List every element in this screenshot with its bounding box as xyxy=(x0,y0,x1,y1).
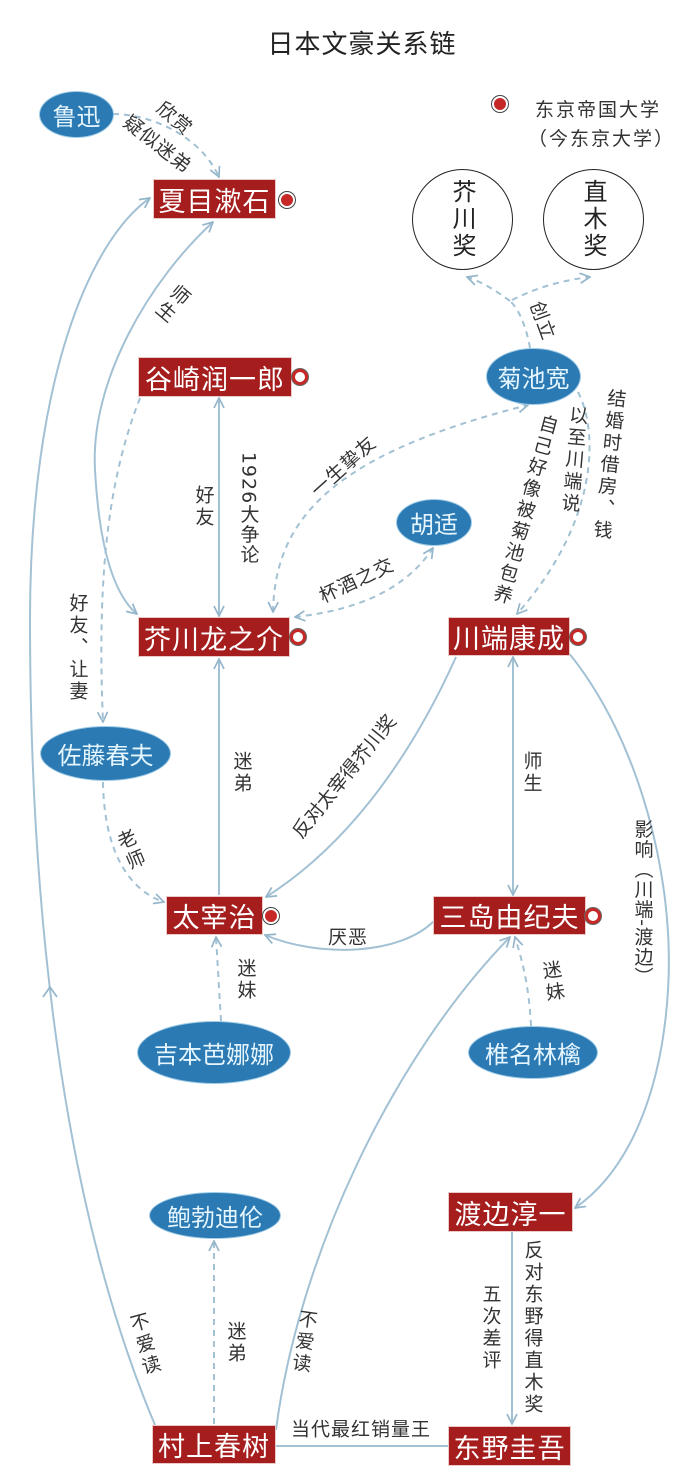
writer-kawabata: 川端康成 xyxy=(449,618,569,655)
person-dylan: 鲍勃迪伦 xyxy=(150,1193,280,1238)
tokyo-univ-dot-icon xyxy=(263,908,279,924)
legend-label-line2: （今东京大学） xyxy=(528,128,676,150)
edge-shiina-mishima xyxy=(515,937,532,1027)
edge-label: 厌恶 xyxy=(327,926,369,949)
writer-akutagawa: 芥川龙之介 xyxy=(139,618,289,656)
edge-label: 迷妹 xyxy=(234,958,257,1002)
edge-natsume-akutagawa xyxy=(93,222,213,614)
tokyo-univ-dot-icon xyxy=(290,629,306,645)
edge-kikuchi-kawabata xyxy=(517,391,591,614)
edge-label: 师生 xyxy=(520,751,543,795)
edge-label: 反对东野得直木奖 xyxy=(521,1240,544,1416)
page-title: 日本文豪关系链 xyxy=(267,30,457,60)
writer-natsume: 夏目漱石 xyxy=(154,180,275,218)
edge-kawabata-dazai xyxy=(266,656,457,897)
arrow-mid-icon xyxy=(42,985,58,998)
edge-label: 影响（川端-渡边） xyxy=(631,819,654,987)
edge-kikuchi-naoki-prize xyxy=(511,277,590,301)
edge-sato-dazai xyxy=(102,781,164,902)
writer-dazai: 太宰治 xyxy=(167,897,262,934)
edge-mishima-dazai xyxy=(265,920,435,951)
edge-yoshimoto-dazai xyxy=(216,937,221,1022)
edge-kikuchi-founded xyxy=(509,300,531,349)
edge-label: 迷弟 xyxy=(230,751,253,795)
tokyo-univ-dot-icon xyxy=(585,908,601,924)
edge-label: 好友 xyxy=(192,485,215,529)
writer-higashino: 东野圭吾 xyxy=(449,1427,570,1465)
person-kikuchi: 菊池宽 xyxy=(487,349,580,404)
writer-murakami: 村上春树 xyxy=(153,1426,275,1463)
award-naoki-prize: 直木奖 xyxy=(543,169,644,270)
edge-label: 1926大争论 xyxy=(237,451,260,565)
writer-mishima: 三岛由纪夫 xyxy=(434,897,585,934)
edge-label: 当代最红销量王 xyxy=(290,1418,432,1441)
edge-kikuchi-akutagawa-prize xyxy=(467,277,511,302)
edge-murakami-natsume xyxy=(28,198,156,1426)
award-label: 芥川奖 xyxy=(448,179,476,260)
tokyo-univ-dot-icon xyxy=(492,96,508,112)
person-sato: 佐藤春夫 xyxy=(41,727,170,780)
writer-watanabe: 渡边淳一 xyxy=(449,1193,572,1231)
tokyo-univ-dot-icon xyxy=(570,629,586,645)
writer-tanizaki: 谷崎润一郎 xyxy=(139,358,291,396)
edge-kawabata-watanabe xyxy=(567,651,670,1208)
award-label: 直木奖 xyxy=(579,179,607,260)
edge-luxun-natsume xyxy=(112,113,219,177)
tokyo-univ-dot-icon xyxy=(279,192,295,208)
person-hushi: 胡适 xyxy=(397,500,471,545)
edge-label: 好友、让妻 xyxy=(66,593,89,703)
edge-tanizaki-sato xyxy=(101,397,141,722)
edge-label: 五次差评 xyxy=(479,1284,502,1372)
edge-murakami-mishima xyxy=(275,937,510,1431)
edge-label: 迷弟 xyxy=(224,1321,247,1365)
edge-akutagawa-hushi xyxy=(295,548,433,617)
legend-label-line1: 东京帝国大学 xyxy=(535,99,662,121)
person-shiina: 椎名林檎 xyxy=(469,1027,597,1078)
person-yoshimoto: 吉本芭娜娜 xyxy=(138,1022,290,1083)
tokyo-univ-dot-icon xyxy=(292,369,308,385)
person-luxun: 鲁迅 xyxy=(40,92,113,137)
edge-akutagawa-kikuchi xyxy=(273,405,528,612)
award-akutagawa-prize: 芥川奖 xyxy=(412,169,513,270)
